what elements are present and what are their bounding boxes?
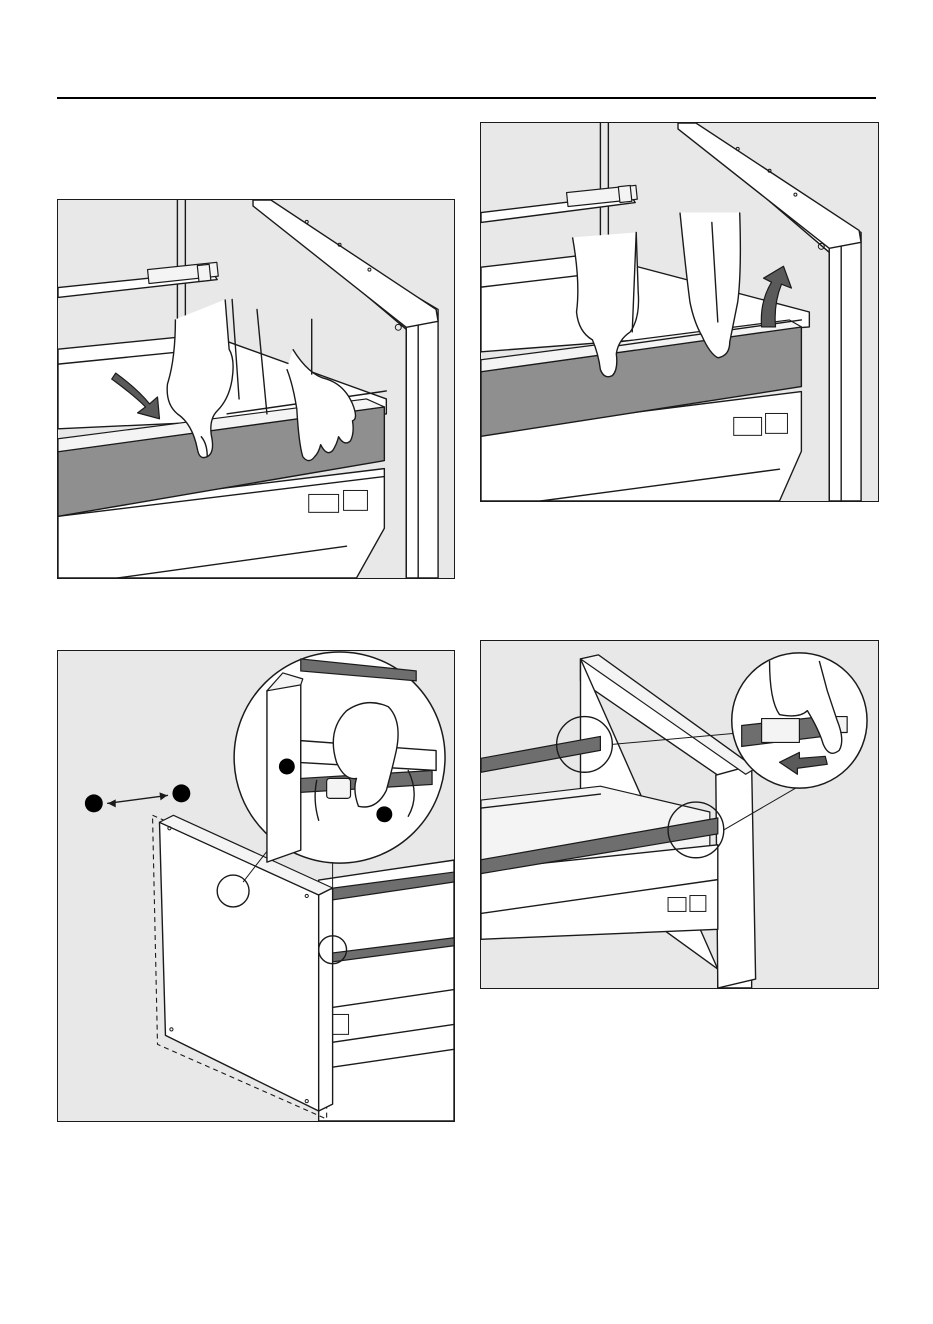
callout-dot-2 bbox=[172, 784, 190, 802]
adjust-drawer-front-detail-illustration bbox=[58, 651, 454, 1121]
callout-dot-1 bbox=[85, 794, 103, 812]
callout-dot-4 bbox=[376, 806, 392, 822]
figure-3-panel bbox=[57, 650, 455, 1122]
lower-drawer-front-hands-illustration bbox=[58, 200, 454, 578]
lift-drawer-front-hands-illustration bbox=[481, 123, 878, 501]
header-rule bbox=[57, 97, 876, 99]
figure-1-panel bbox=[57, 199, 455, 579]
figure-4-panel bbox=[480, 640, 879, 989]
figure-2-panel bbox=[480, 122, 879, 502]
callout-dot-3 bbox=[279, 759, 295, 775]
release-rail-clip-detail-illustration bbox=[481, 641, 878, 988]
